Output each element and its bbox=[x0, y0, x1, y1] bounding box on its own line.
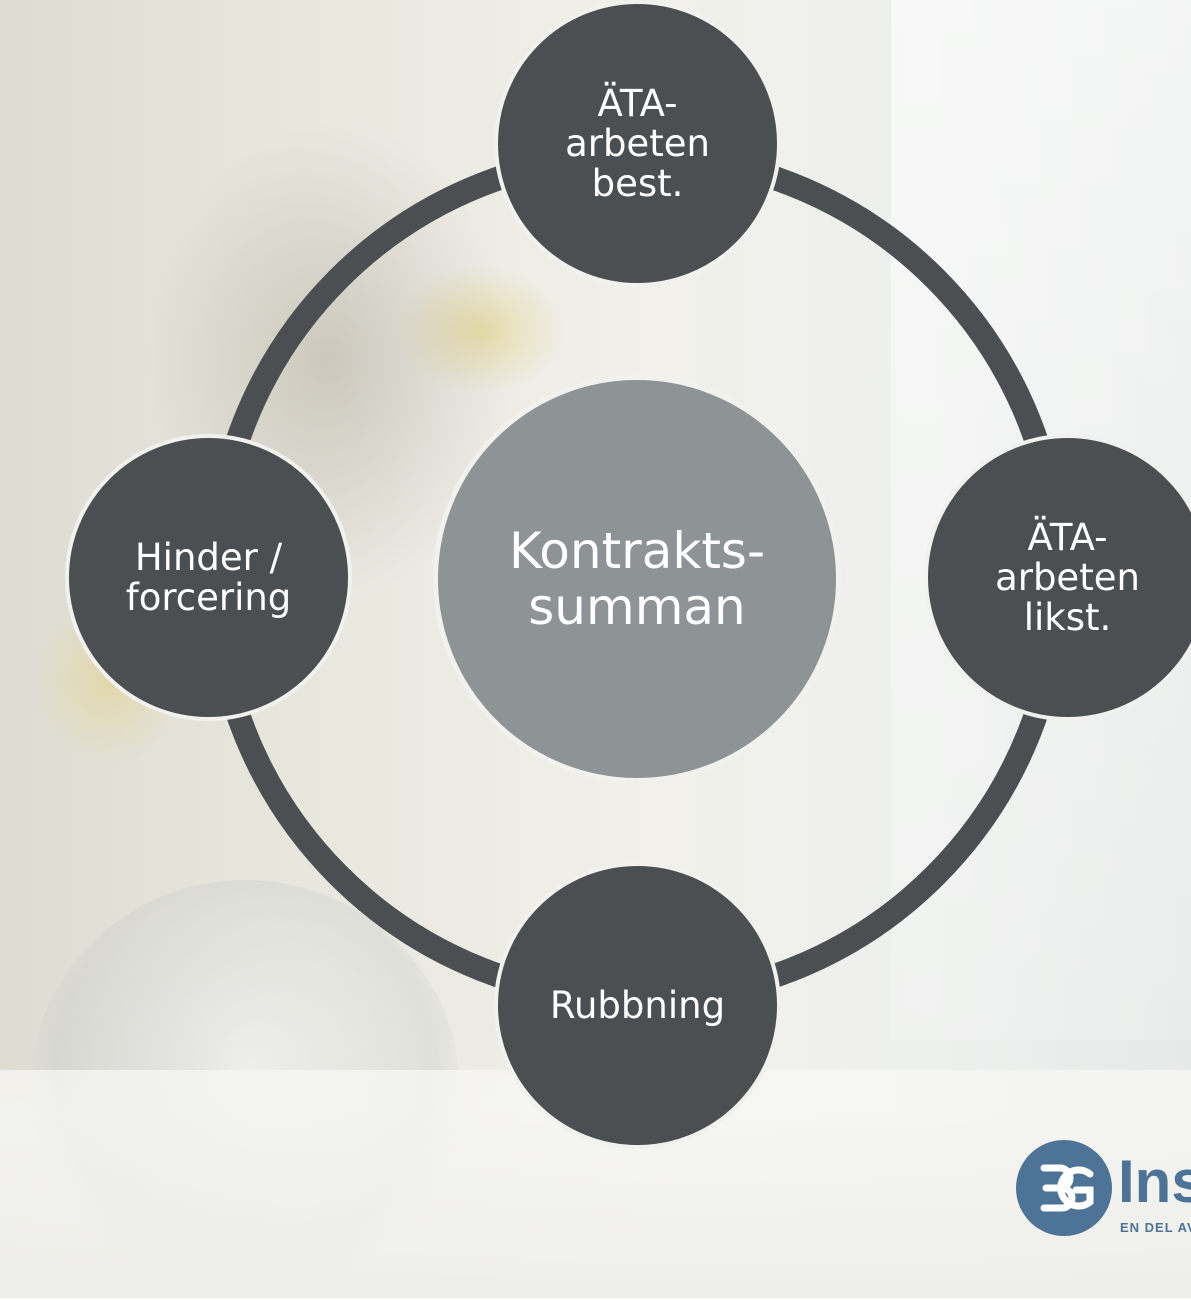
node-label: Hinder / forcering bbox=[125, 535, 292, 619]
logo-wordmark: Ins bbox=[1118, 1148, 1191, 1215]
center-label: Kontrakts- summan bbox=[508, 522, 766, 636]
company-logo: Ins EN DEL AV bbox=[1016, 1130, 1191, 1250]
bg-monogram-icon bbox=[1040, 1164, 1094, 1212]
logo-tagline: EN DEL AV bbox=[1120, 1220, 1191, 1235]
center-node-kontraktssumman: Kontrakts- summan bbox=[433, 375, 841, 783]
node-ata-arbeten-likst: ÄTA- arbeten likst. bbox=[924, 434, 1191, 721]
node-label: ÄTA- arbeten likst. bbox=[995, 515, 1140, 639]
logo-mark-icon bbox=[1016, 1140, 1112, 1236]
logo-inner: Ins EN DEL AV bbox=[1016, 1140, 1191, 1240]
node-hinder-forcering: Hinder / forcering bbox=[65, 434, 352, 721]
node-label: Rubbning bbox=[549, 983, 726, 1027]
node-ata-arbeten-best: ÄTA- arbeten best. bbox=[494, 0, 781, 287]
node-rubbning: Rubbning bbox=[494, 862, 781, 1149]
node-label: ÄTA- arbeten best. bbox=[565, 81, 710, 205]
